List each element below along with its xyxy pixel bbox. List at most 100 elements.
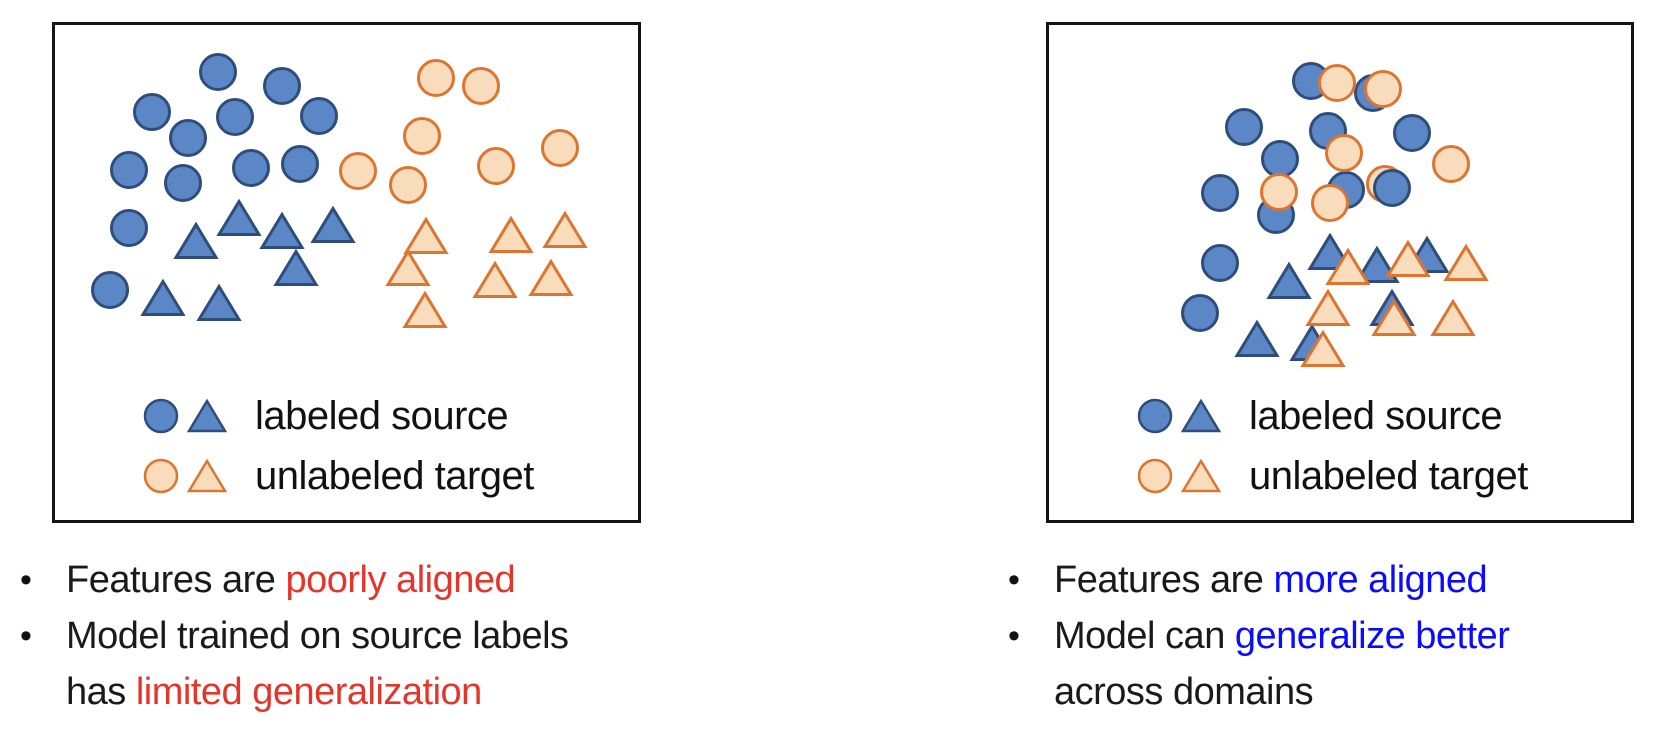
blue-circle-point (1201, 244, 1239, 282)
bullet-text-segment: poorly aligned (285, 559, 516, 601)
orange-circle-point (1364, 70, 1402, 108)
legend-icons (143, 458, 228, 494)
bullet-line: Features are poorly aligned (66, 552, 680, 608)
legend-row: unlabeled target (1135, 454, 1528, 498)
panel-aligned: labeled source unlabeled target (1046, 22, 1634, 523)
orange-triangle-legend-icon (186, 458, 228, 493)
orange-triangle-point (1325, 247, 1371, 285)
orange-triangle-point (402, 290, 448, 328)
orange-triangle-point (1385, 239, 1431, 277)
blue-circle-legend-icon (143, 398, 179, 434)
blue-circle-point (1373, 169, 1411, 207)
bullet-dot: • (1008, 561, 1020, 599)
blue-circle-legend-icon (1137, 398, 1173, 434)
bullet-item: • Model can generalize better across domai… (1008, 608, 1658, 720)
legend-row: unlabeled target (141, 454, 534, 498)
legend-label: labeled source (1249, 393, 1503, 438)
orange-triangle-point (528, 258, 574, 296)
blue-triangle-point (1266, 261, 1312, 299)
blue-triangle-point (1354, 245, 1400, 283)
legend-label: unlabeled target (255, 453, 534, 498)
blue-circle-point (232, 149, 270, 187)
bullet-line: across domains (1054, 664, 1658, 720)
blue-circle-point (216, 98, 254, 136)
blue-circle-point (1393, 114, 1431, 152)
bullet-dot: • (1008, 617, 1020, 655)
blue-circle-point (1181, 294, 1219, 332)
bullet-list-right: • Features are more aligned • Model can gen… (1008, 552, 1658, 720)
bullet-line: Features are more aligned (1054, 552, 1658, 608)
blue-circle-point (281, 145, 319, 183)
orange-triangle-point (1443, 243, 1489, 281)
bullet-text-segment: limited generalization (135, 671, 482, 713)
orange-circle-point (417, 59, 455, 97)
orange-triangle-point (472, 260, 518, 298)
bullet-text-segment: Model can (1054, 615, 1235, 657)
scatter-plot-aligned (1181, 62, 1489, 367)
bullet-line: Model can generalize better (1054, 608, 1658, 664)
bullet-dot: • (20, 561, 32, 599)
blue-triangle-point (196, 283, 242, 321)
legend: labeled source unlabeled target (1135, 394, 1528, 498)
orange-triangle-point (1305, 288, 1351, 326)
bullet-item: • Features are poorly aligned (20, 552, 680, 608)
orange-circle-point (477, 147, 515, 185)
blue-triangle-point (216, 198, 262, 236)
bullet-dot: • (20, 617, 32, 655)
legend-icons (143, 398, 228, 434)
bullet-list-left: • Features are poorly aligned • Model train… (20, 552, 680, 720)
orange-triangle-point (542, 210, 588, 248)
blue-circle-point (263, 67, 301, 105)
orange-circle-point (1311, 184, 1349, 222)
legend-row: labeled source (1135, 394, 1528, 438)
bullet-text-segment: Model trained on source labels (66, 615, 569, 657)
blue-circle-point (110, 151, 148, 189)
bullet-text-segment: has (66, 671, 136, 713)
bullet-line: Model trained on source labels (66, 608, 680, 664)
blue-triangle-point (173, 221, 219, 259)
orange-circle-legend-icon (1137, 458, 1173, 494)
orange-circle-point (1260, 173, 1298, 211)
legend-label: labeled source (255, 393, 509, 438)
blue-circle-point (300, 97, 338, 135)
orange-triangle-legend-icon (1180, 458, 1222, 493)
orange-triangle-point (488, 215, 534, 253)
blue-circle-point (110, 209, 148, 247)
orange-circle-point (541, 129, 579, 167)
legend-label: unlabeled target (1249, 453, 1528, 498)
blue-triangle-point (140, 278, 186, 316)
blue-circle-point (133, 93, 171, 131)
legend: labeled source unlabeled target (141, 394, 534, 498)
orange-triangle-point (1300, 329, 1346, 367)
blue-triangle-point (310, 205, 356, 243)
orange-circle-legend-icon (143, 458, 179, 494)
legend-icons (1137, 398, 1222, 434)
orange-circle-point (1325, 134, 1363, 172)
orange-triangle-point (1430, 298, 1476, 336)
blue-circle-point (164, 164, 202, 202)
blue-circle-point (169, 119, 207, 157)
blue-circle-point (199, 53, 237, 91)
orange-circle-point (389, 166, 427, 204)
bullet-text-segment: across domains (1054, 671, 1314, 713)
blue-triangle-point (259, 211, 305, 249)
blue-triangle-legend-icon (186, 398, 228, 433)
bullet-item: • Model trained on source labels has limit… (20, 608, 680, 720)
scatter-plot-poorly-aligned (91, 53, 588, 328)
bullet-text-segment: Features are (66, 559, 286, 601)
orange-triangle-point (1371, 298, 1417, 336)
bullet-text-segment: Features are (1054, 559, 1274, 601)
bullet-text-segment: generalize better (1234, 615, 1510, 657)
blue-circle-point (91, 271, 129, 309)
blue-circle-point (1225, 108, 1263, 146)
blue-triangle-point (1307, 232, 1353, 270)
legend-row: labeled source (141, 394, 534, 438)
panel-poorly-aligned: labeled source unlabeled target (52, 22, 641, 523)
orange-triangle-point (403, 216, 449, 254)
legend-icons (1137, 458, 1222, 494)
bullet-line: has limited generalization (66, 664, 680, 720)
blue-circle-point (1261, 140, 1299, 178)
orange-triangle-point (385, 248, 431, 286)
bullet-item: • Features are more aligned (1008, 552, 1658, 608)
orange-circle-point (462, 67, 500, 105)
